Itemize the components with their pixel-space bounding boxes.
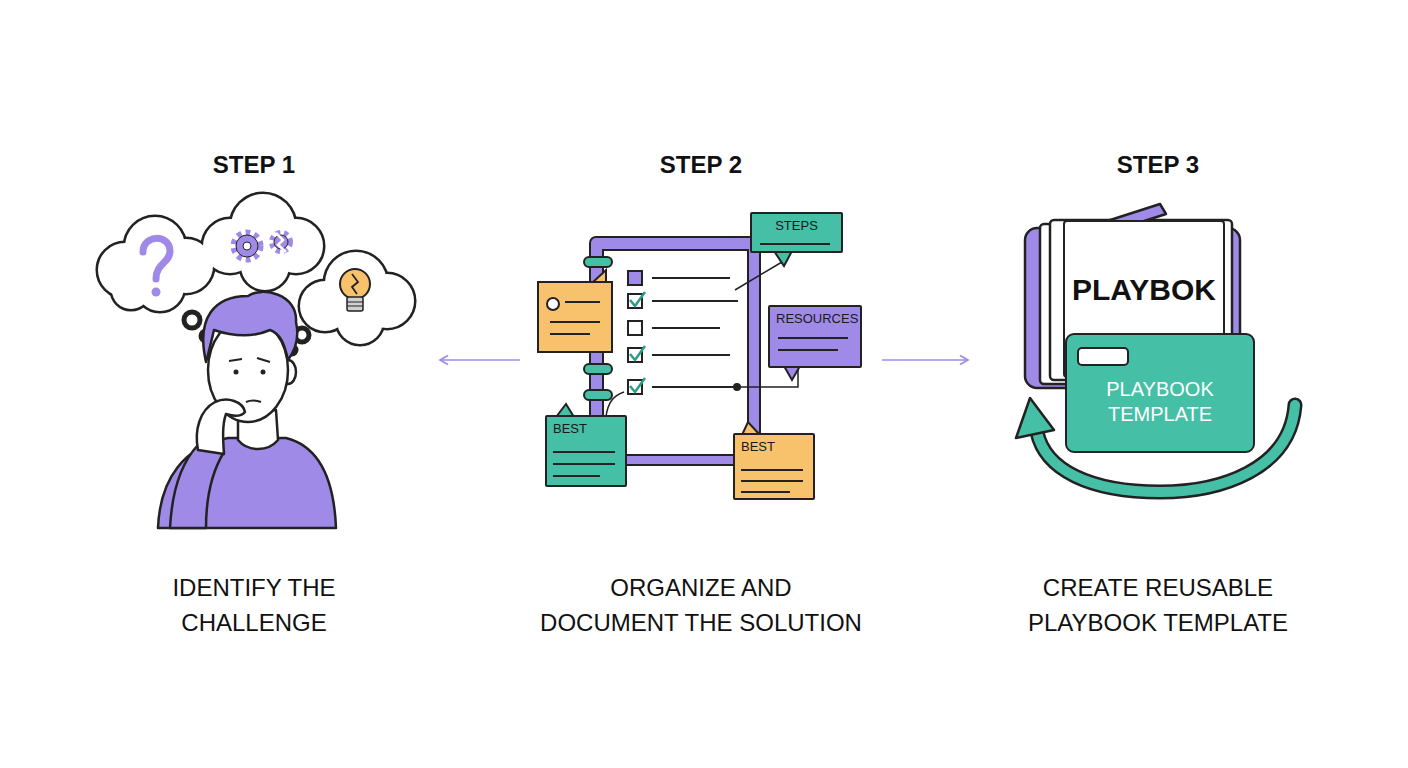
person-mouth <box>246 401 261 403</box>
gear-teeth <box>272 233 290 251</box>
person-hair <box>203 292 297 362</box>
note-line <box>553 463 615 465</box>
note-line <box>553 451 615 453</box>
binder-ring <box>584 257 612 267</box>
text-line <box>652 277 730 279</box>
person-brow <box>257 358 270 362</box>
card-slot <box>1078 348 1128 365</box>
question-dot <box>152 288 161 297</box>
template-card: PLAYBOOK TEMPLATE <box>1065 333 1255 453</box>
cover-title: PLAYBOK <box>1065 222 1223 308</box>
sticky-note <box>538 282 612 352</box>
cloud-fill <box>337 298 383 344</box>
step-caption: ORGANIZE AND DOCUMENT THE SOLUTION <box>538 570 864 640</box>
bulb-crack <box>352 274 358 294</box>
note-tail <box>784 366 800 380</box>
person-hand <box>197 400 245 454</box>
thinking-person <box>158 292 336 528</box>
sticky-note: BEST <box>733 433 815 500</box>
question-curve <box>143 238 170 279</box>
bulb-thread <box>347 306 363 307</box>
checkmark <box>630 378 645 392</box>
question-symbol <box>143 238 170 296</box>
note-line <box>741 469 803 471</box>
bulb-base <box>347 297 363 311</box>
sticky-notes <box>538 251 800 435</box>
step-panel: STEP 2 ORGANIZE AND DOCUMENT THE SOLUTION… <box>520 140 882 650</box>
leader-line <box>735 262 782 290</box>
step-caption: IDENTIFY THE CHALLENGE <box>154 570 354 640</box>
step-heading: STEP 3 <box>968 151 1348 179</box>
note-icon <box>547 298 559 310</box>
text-line <box>652 327 720 329</box>
gear-teeth <box>234 233 260 259</box>
note-label: BEST <box>735 435 813 455</box>
bulb-glass <box>340 269 370 299</box>
gear-body <box>236 235 258 257</box>
person-sleeve <box>170 445 224 528</box>
sticky-note: BEST <box>545 415 627 487</box>
note-label: STEPS <box>752 214 841 234</box>
leader-line <box>606 392 624 416</box>
person-eye <box>261 370 266 375</box>
checkmark <box>630 346 645 360</box>
note-label: BEST <box>547 417 625 437</box>
sticky-note: STEPS <box>750 212 843 253</box>
binder-ring <box>584 390 612 400</box>
note-lines <box>553 244 848 492</box>
note-line <box>741 480 803 482</box>
gear-crack <box>276 233 286 252</box>
note-line <box>553 475 600 477</box>
person-body <box>158 438 336 528</box>
note-line <box>778 349 838 351</box>
step-heading: STEP 1 <box>68 151 440 179</box>
checkbox <box>628 321 642 335</box>
binder-ring <box>584 364 612 374</box>
cloud-fill <box>112 271 150 309</box>
bulb-thread <box>347 302 363 303</box>
note-line <box>565 301 600 303</box>
sticky-note: RESOURCES <box>768 305 862 368</box>
person-eye <box>234 370 239 375</box>
cloud-puff <box>337 298 383 344</box>
thought-bubble <box>184 312 200 328</box>
step-caption: CREATE REUSABLE PLAYBOOK TEMPLATE <box>1013 570 1303 640</box>
note-line <box>741 491 790 493</box>
note-line <box>760 243 830 245</box>
checkmark <box>630 292 645 306</box>
flow-arrow <box>440 359 520 361</box>
step-panel: STEP 3 CREATE REUSABLE PLAYBOOK TEMPLATE P… <box>968 140 1348 650</box>
step-panel: STEP 1 IDENTIFY THE CHALLENGE <box>68 140 440 650</box>
flow-arrow <box>882 359 968 361</box>
note-line <box>778 337 848 339</box>
note-line <box>550 333 590 335</box>
lightbulb-symbol <box>340 269 370 311</box>
note-line <box>550 321 600 323</box>
gear-hole <box>243 242 251 250</box>
text-line <box>652 300 738 302</box>
text-line <box>652 354 730 356</box>
note-label: RESOURCES <box>770 307 860 327</box>
cloud-puff <box>112 271 150 309</box>
text-line <box>652 386 737 388</box>
gear-symbol <box>234 233 290 259</box>
note-tail <box>774 251 792 266</box>
checkbox <box>628 271 642 285</box>
card-label: PLAYBOOK TEMPLATE <box>1067 335 1253 427</box>
cycle-arrow-head <box>1016 398 1054 438</box>
person-brow <box>229 359 242 361</box>
step-heading: STEP 2 <box>520 151 882 179</box>
